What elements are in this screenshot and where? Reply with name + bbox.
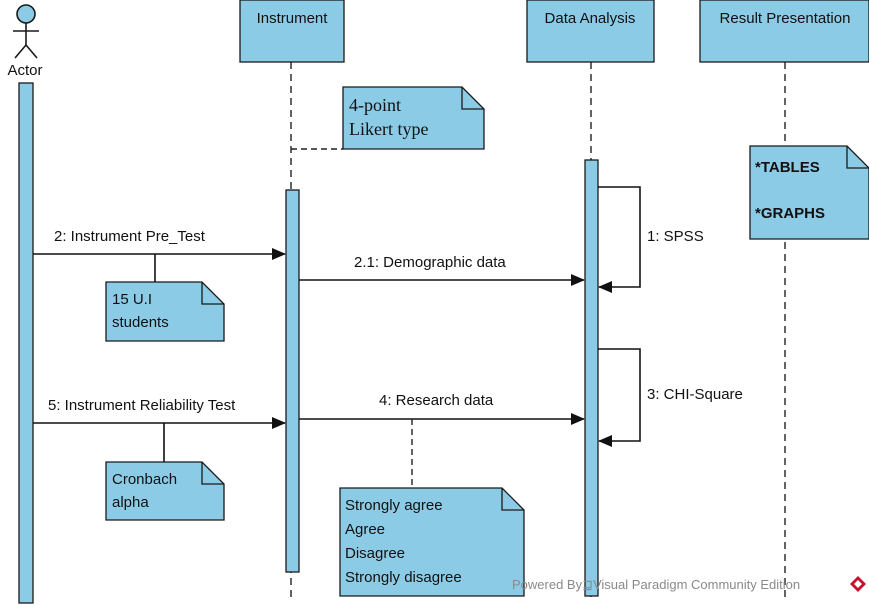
- instrument-label: Instrument: [257, 10, 329, 27]
- message-3-label: 3: CHI-Square: [647, 386, 743, 403]
- note-results[interactable]: *TABLES *GRAPHS: [749, 145, 869, 240]
- actor-figure[interactable]: [13, 4, 39, 59]
- message-5-label: 5: Instrument Reliability Test: [48, 397, 236, 414]
- note-scale-line-1: Strongly agree: [345, 497, 443, 514]
- lifeline-head-data-analysis[interactable]: Data Analysis: [526, 0, 655, 63]
- note-results-line-2: *GRAPHS: [755, 205, 825, 222]
- note-scale-line-3: Disagree: [345, 545, 405, 562]
- data-analysis-label: Data Analysis: [545, 10, 636, 27]
- note-cronbach-line-1: Cronbach: [112, 471, 177, 488]
- result-presentation-label: Result Presentation: [720, 10, 851, 27]
- message-1-label: 1: SPSS: [647, 228, 704, 245]
- message-2-1-label: 2.1: Demographic data: [354, 254, 506, 271]
- message-3-chi-square[interactable]: [598, 348, 641, 447]
- message-1-spss[interactable]: [598, 186, 641, 293]
- message-2-label: 2: Instrument Pre_Test: [54, 228, 206, 245]
- note-likert[interactable]: 4-point Likert type: [342, 86, 485, 150]
- note-likert-line-2: Likert type: [349, 119, 428, 139]
- actor-label: Actor: [7, 62, 42, 79]
- activation-actor[interactable]: [18, 82, 34, 604]
- note-cronbach-line-2: alpha: [112, 494, 149, 511]
- note-cronbach[interactable]: Cronbach alpha: [105, 461, 225, 521]
- activation-instrument[interactable]: [285, 189, 300, 573]
- note-likert-line-1: 4-point: [349, 95, 401, 115]
- lifeline-head-result-presentation[interactable]: Result Presentation: [699, 0, 869, 63]
- note-results-line-1: *TABLES: [755, 159, 820, 176]
- note-students-line-1: 15 U.I: [112, 291, 152, 308]
- footer-watermark: Powered By⊒Visual Paradigm Community Edi…: [512, 577, 800, 592]
- note-scale[interactable]: Strongly agree Agree Disagree Strongly d…: [339, 487, 525, 597]
- note-students[interactable]: 15 U.I students: [105, 281, 225, 342]
- message-4-label: 4: Research data: [379, 392, 494, 409]
- note-scale-line-2: Agree: [345, 521, 385, 538]
- visual-paradigm-logo-icon: [850, 576, 866, 592]
- note-scale-line-4: Strongly disagree: [345, 569, 462, 586]
- note-students-line-2: students: [112, 314, 169, 331]
- activation-data-analysis[interactable]: [584, 159, 599, 597]
- lifeline-head-instrument[interactable]: Instrument: [239, 0, 345, 63]
